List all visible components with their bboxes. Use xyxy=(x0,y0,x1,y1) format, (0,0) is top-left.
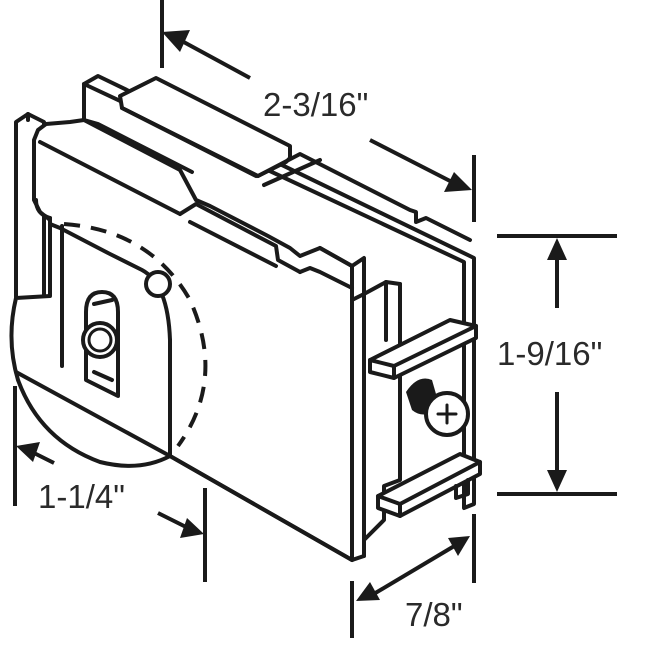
dimension-label-height: 1-9/16" xyxy=(497,335,603,372)
arrow-left-icon xyxy=(162,30,190,52)
arrow-down-icon xyxy=(547,470,567,492)
axle-slot xyxy=(81,290,120,398)
housing-side-wall xyxy=(350,280,402,562)
arrow-left-icon xyxy=(356,582,380,601)
dimension-length-lines xyxy=(160,0,476,222)
dimension-label-wheel: 1-1/4" xyxy=(38,478,125,515)
arrow-right-icon xyxy=(180,518,204,538)
arrow-left-icon xyxy=(16,442,40,462)
housing-back-plate xyxy=(82,74,476,510)
dimension-wheel-lines xyxy=(13,386,207,582)
dimension-label-width: 7/8" xyxy=(405,596,463,633)
housing-bottom-edge xyxy=(168,454,354,562)
arrow-right-icon xyxy=(444,172,472,192)
dimension-label-length: 2-3/16" xyxy=(263,86,369,123)
adjustment-screw-icon xyxy=(406,378,470,437)
upper-mounting-tab xyxy=(368,318,478,380)
dimension-width-lines xyxy=(350,514,476,638)
dimension-height-lines xyxy=(497,234,617,496)
arrow-right-icon xyxy=(448,536,470,556)
arrow-up-icon xyxy=(547,238,567,260)
lower-mounting-tab xyxy=(376,452,482,518)
